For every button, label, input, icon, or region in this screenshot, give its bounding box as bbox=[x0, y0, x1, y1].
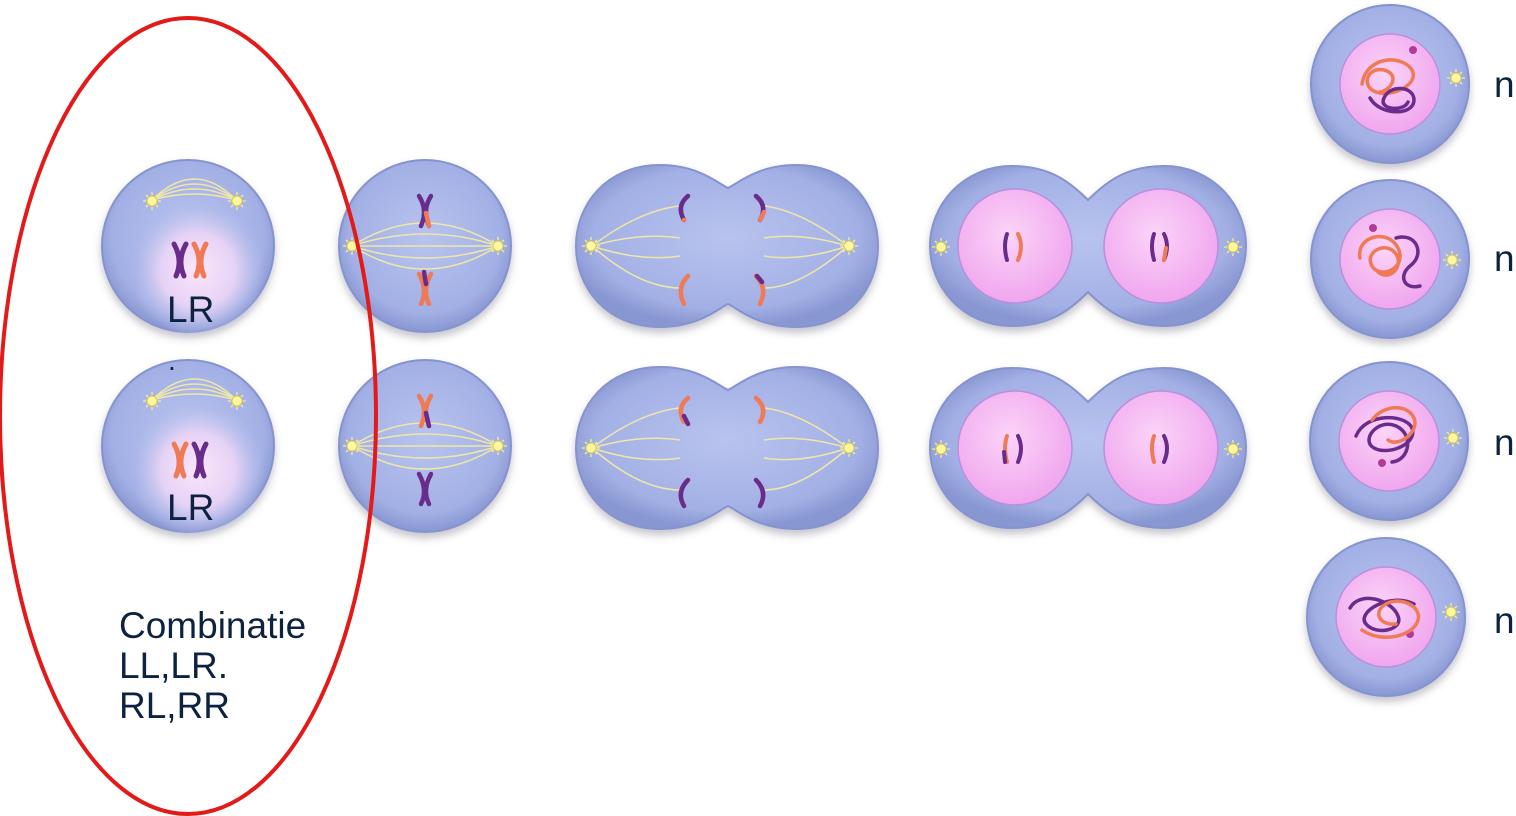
haploid-label-4: n bbox=[1494, 600, 1515, 641]
combination-line-2: LL,LR. bbox=[119, 645, 229, 686]
nucleus bbox=[1103, 390, 1219, 506]
combination-line-3: RL,RR bbox=[119, 685, 231, 726]
chromatid bbox=[1003, 232, 1169, 262]
haploid-label-2: n bbox=[1494, 238, 1515, 279]
chromatid bbox=[1002, 434, 1169, 464]
chromatid bbox=[678, 193, 767, 307]
nucleus bbox=[957, 390, 1073, 506]
chromosome bbox=[416, 193, 434, 307]
combination-line-1: Combinatie bbox=[119, 605, 307, 646]
haploid-cell-2 bbox=[1310, 179, 1470, 339]
spindle-fibers bbox=[151, 178, 237, 201]
spindle-fibers bbox=[591, 407, 849, 491]
chromosome bbox=[416, 393, 434, 507]
chromatid bbox=[678, 395, 766, 509]
haploid-cell-3 bbox=[1309, 361, 1469, 521]
spindle-fibers bbox=[351, 222, 499, 270]
spindle-fibers bbox=[151, 378, 237, 401]
anaphase-cell-top bbox=[574, 163, 880, 329]
haploid-cell-4 bbox=[1306, 537, 1466, 697]
anaphase-cell-bottom bbox=[574, 365, 880, 531]
cell-top-genotype-label: LR bbox=[167, 289, 215, 330]
spindle-fibers bbox=[591, 205, 849, 289]
cell-bottom-genotype-label: LR bbox=[167, 487, 215, 528]
haploid-label-3: n bbox=[1494, 422, 1515, 463]
haploid-label-1: n bbox=[1494, 64, 1515, 105]
nucleus bbox=[1103, 188, 1219, 304]
combination-text: Combinatie LL,LR. RL,RR bbox=[119, 606, 306, 726]
chromosome-pair bbox=[171, 241, 209, 279]
haploid-cell-1 bbox=[1310, 4, 1470, 164]
highlight-ellipse bbox=[0, 16, 378, 816]
nucleus bbox=[957, 188, 1073, 304]
chromosome-pair bbox=[171, 441, 209, 479]
stray-dot-label: . bbox=[168, 345, 176, 376]
